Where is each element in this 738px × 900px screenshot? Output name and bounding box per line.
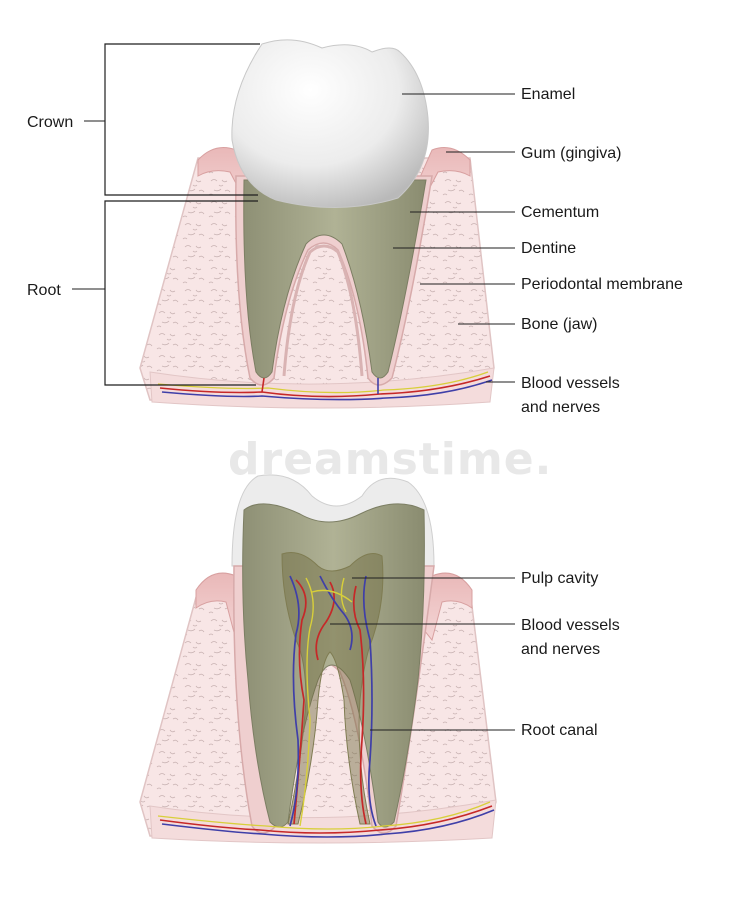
upper-root-canal-line bbox=[282, 244, 364, 377]
upper-dentine bbox=[243, 179, 427, 379]
periodontal-label: Periodontal membrane bbox=[521, 276, 683, 293]
upper-artery bbox=[159, 375, 491, 398]
upper-vessels-label-line2: and nerves bbox=[521, 399, 600, 416]
root-bracket bbox=[104, 200, 258, 386]
upper-nerve bbox=[157, 371, 489, 394]
upper-vessels-label-line1: Blood vessels bbox=[521, 375, 620, 392]
upper-vein bbox=[161, 379, 493, 401]
lower-base-vein bbox=[161, 809, 495, 838]
upper-vessel-entry-left bbox=[261, 377, 265, 393]
upper-tooth-figure bbox=[139, 39, 495, 409]
upper-labels: Enamel Gum (gingiva) Cementum Dentine Pe… bbox=[393, 86, 683, 416]
crown-label: Crown bbox=[27, 114, 73, 131]
gum-label: Gum (gingiva) bbox=[521, 145, 621, 162]
lower-base-artery bbox=[159, 805, 493, 834]
dentine-label: Dentine bbox=[521, 240, 576, 257]
lower-pulp-cavity bbox=[281, 552, 384, 825]
lower-pulp-vein bbox=[289, 575, 377, 827]
enamel-label: Enamel bbox=[521, 86, 575, 103]
upper-enamel-crown bbox=[231, 39, 429, 208]
lower-base-nerve bbox=[157, 801, 491, 830]
lower-vessels-label-line2: and nerves bbox=[521, 641, 600, 658]
cementum-label: Cementum bbox=[521, 204, 599, 221]
crown-root-bracket: Crown Root bbox=[27, 43, 260, 386]
lower-tooth-figure bbox=[139, 474, 497, 844]
pulp-cavity-label: Pulp cavity bbox=[521, 570, 598, 587]
crown-bracket bbox=[104, 43, 260, 196]
lower-vessels-label-line1: Blood vessels bbox=[521, 617, 620, 634]
bone-label: Bone (jaw) bbox=[521, 316, 597, 333]
root-canal-label: Root canal bbox=[521, 722, 598, 739]
lower-pulp-nerve bbox=[299, 577, 353, 827]
lower-dentine bbox=[242, 503, 425, 828]
lower-labels: Pulp cavity Blood vessels and nerves Roo… bbox=[330, 570, 620, 739]
lower-gum-right bbox=[423, 572, 473, 642]
root-label: Root bbox=[27, 282, 61, 299]
